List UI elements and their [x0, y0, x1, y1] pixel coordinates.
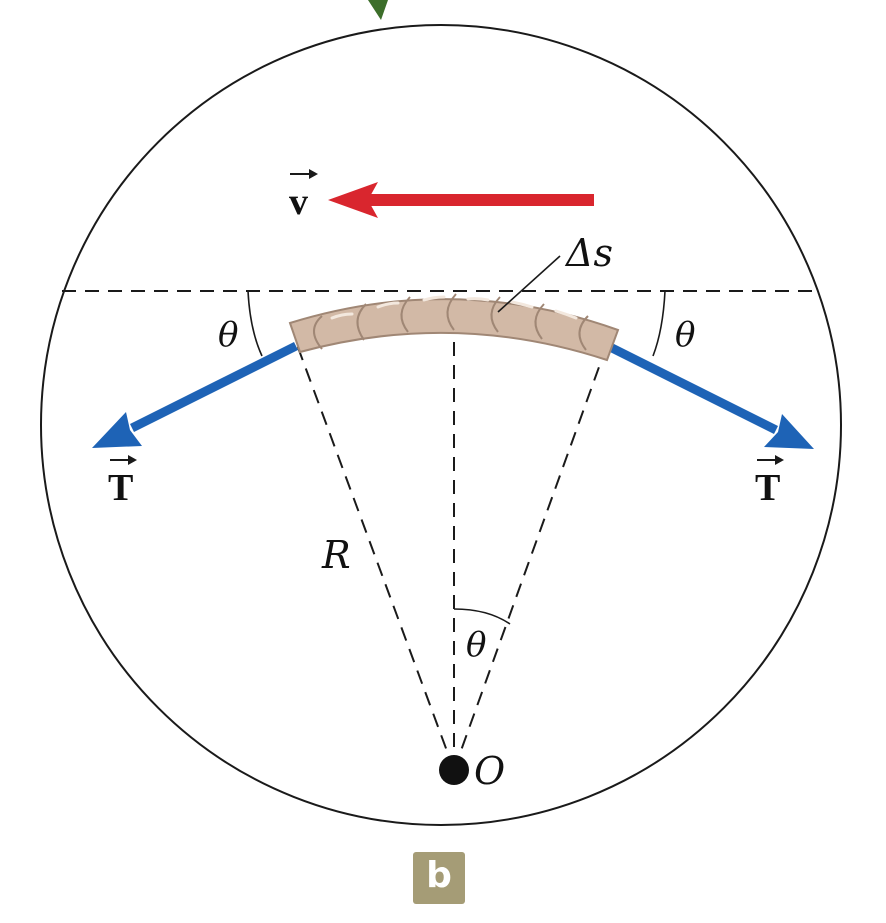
- radius-label: R: [321, 533, 351, 577]
- tension-arrow-right: [605, 341, 814, 449]
- velocity-vector-accent-icon: [290, 169, 318, 179]
- velocity-arrow: [328, 182, 594, 218]
- velocity-label: v: [289, 181, 308, 223]
- angle-label-left: θ: [218, 315, 238, 355]
- angle-label-right: θ: [675, 315, 695, 355]
- tension-label-right: T: [755, 467, 780, 509]
- angle-arc-center: [453, 608, 511, 625]
- tension-label-left: T: [108, 467, 133, 509]
- tension-right-vector-accent-icon: [757, 455, 784, 465]
- arc-length-label: Δs: [564, 231, 613, 275]
- angle-arc-left: [247, 290, 263, 357]
- angle-label-center: θ: [466, 625, 486, 665]
- rope-segment: [288, 293, 620, 362]
- arc-length-leader-line: [497, 255, 561, 313]
- panel-label-badge: b: [413, 852, 465, 904]
- leaf-fragment: [368, 0, 388, 20]
- origin-label: O: [474, 749, 505, 793]
- angle-arc-right: [652, 290, 666, 357]
- radius-line-right: [453, 341, 609, 771]
- enclosing-circle: [40, 24, 842, 826]
- tension-left-vector-accent-icon: [110, 455, 137, 465]
- panel-label-text: b: [426, 855, 452, 896]
- origin-point: [439, 755, 469, 785]
- tension-arrow-left: [92, 341, 299, 448]
- radius-line-left: [295, 341, 455, 771]
